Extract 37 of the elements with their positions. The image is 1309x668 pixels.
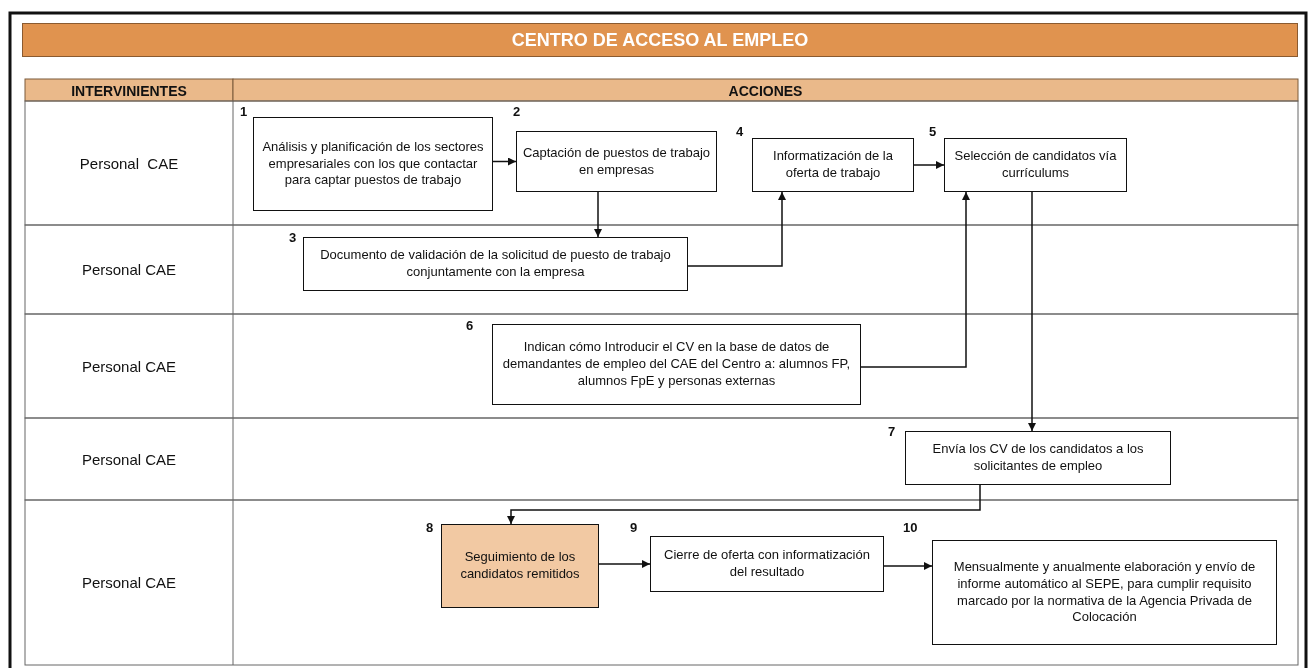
arrow (860, 191, 970, 368)
step-number: 9 (630, 520, 638, 535)
process-box: Documento de validación de la solicitud de puesto de trabajo conjuntamente con la empresa (303, 237, 688, 291)
lane-label: Personal CAE (81, 357, 177, 375)
step-number: 2 (513, 104, 521, 119)
lane-label: Personal CAE (81, 450, 177, 468)
process-box: Análisis y planificación de los sectores empresariales con los que contactar para captar puestos de trabajo (253, 117, 493, 211)
arrow (883, 562, 933, 570)
column-header: INTERVINIENTES (71, 82, 187, 99)
process-box: Informatización de la oferta de trabajo (752, 138, 914, 192)
arrow (1028, 191, 1036, 432)
lane-label: Personal CAE (79, 154, 179, 172)
step-number: 7 (888, 424, 896, 439)
arrow (913, 161, 945, 169)
lane-label: Personal CAE (81, 261, 177, 278)
process-box: Seguimiento de los candidatos remitidos (441, 524, 599, 608)
step-number: 4 (736, 124, 744, 139)
column-header: ACCIONES (728, 82, 803, 99)
arrow (492, 157, 517, 166)
title-banner: CENTRO DE ACCESO AL EMPLEO (22, 23, 1298, 57)
process-box: Indican cómo Introducir el CV en la base de datos de demandantes de empleo del CAE del Centro a: alumnos FP, alumnos FpE y personas externas (492, 324, 861, 405)
process-box: Captación de puestos de trabajo en empresas (516, 131, 717, 192)
step-number: 10 (903, 520, 918, 535)
step-number: 6 (466, 318, 474, 333)
lane-label: Personal CAE (81, 574, 177, 591)
step-number: 5 (929, 124, 937, 139)
process-box: Mensualmente y anualmente elaboración y envío de informe automático al SEPE, para cumplir requisito marcado por la normativa de la Agencia Privada de Colocación (932, 540, 1277, 645)
arrow (598, 560, 651, 568)
step-number: 3 (289, 230, 297, 245)
process-box: Envía los CV de los candidatos a los solicitantes de empleo (905, 431, 1171, 485)
arrow (687, 191, 786, 267)
arrow (507, 484, 981, 525)
arrow (594, 191, 602, 238)
step-number: 1 (240, 104, 248, 119)
process-box: Selección de candidatos vía currículums (944, 138, 1127, 192)
step-number: 8 (426, 520, 434, 535)
process-box: Cierre de oferta con informatización del resultado (650, 536, 884, 592)
